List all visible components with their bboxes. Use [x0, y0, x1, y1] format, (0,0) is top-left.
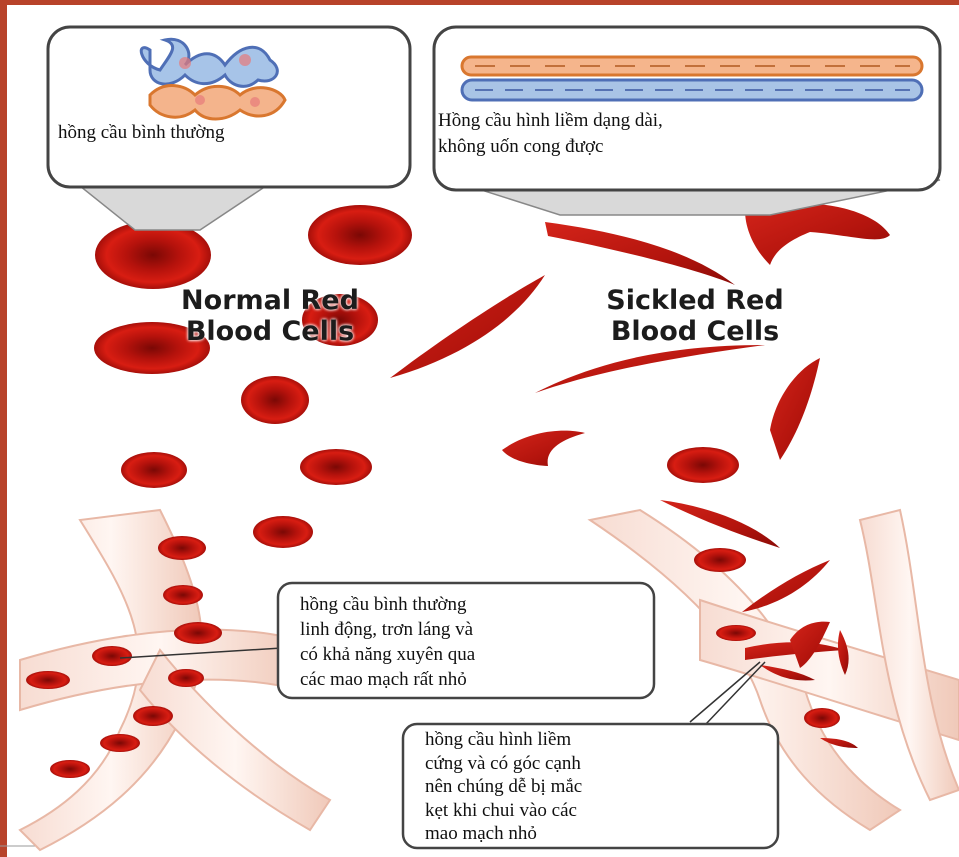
- normal-cell: [121, 452, 187, 488]
- sickle-cell: [545, 222, 735, 285]
- sickle-cell-round: [716, 625, 756, 641]
- normal-cell: [241, 376, 309, 424]
- sickle-cell-round: [667, 447, 739, 483]
- frame-border-top: [0, 0, 959, 5]
- normal-cell: [174, 622, 222, 644]
- normal-cell: [50, 760, 90, 778]
- normal-cell: [168, 669, 204, 687]
- callout-leader-sickle-stuck: [705, 662, 765, 725]
- callout-text-sickle-stuck: hồng cầu hình liềm cứng và có góc cạnh n…: [425, 728, 775, 846]
- frame-border-left: [0, 0, 7, 857]
- normal-cell: [92, 646, 132, 666]
- normal-cell: [26, 671, 70, 689]
- label-sickled-red-blood-cells: Sickled Red Blood Cells: [555, 285, 835, 347]
- sickle-cell-round: [804, 708, 840, 728]
- sickle-cell: [535, 345, 765, 393]
- normal-cell: [133, 706, 173, 726]
- normal-cell: [158, 536, 206, 560]
- callout-leader-sickle-stuck-2: [690, 662, 760, 722]
- normal-cell: [100, 734, 140, 752]
- sickle-cell: [502, 431, 585, 466]
- callout-text-normal-flow: hồng cầu bình thường linh động, trơn lán…: [300, 592, 650, 692]
- sickle-cell: [390, 275, 545, 378]
- normal-cell: [253, 516, 313, 548]
- callout-text-sickle-structure: Hồng cầu hình liềm dạng dài, không uốn c…: [438, 108, 933, 160]
- sickle-cell-round: [694, 548, 746, 572]
- sickle-cell: [770, 358, 820, 460]
- normal-cell: [308, 205, 412, 265]
- callout-text-normal-structure: hồng cầu bình thường: [58, 120, 403, 146]
- label-normal-red-blood-cells: Normal Red Blood Cells: [130, 285, 410, 347]
- normal-cell: [163, 585, 203, 605]
- normal-cell: [300, 449, 372, 485]
- sickle-hemoglobin-polymer-icon: [462, 57, 922, 100]
- normal-cell: [95, 221, 211, 289]
- sickle-cell: [742, 560, 830, 612]
